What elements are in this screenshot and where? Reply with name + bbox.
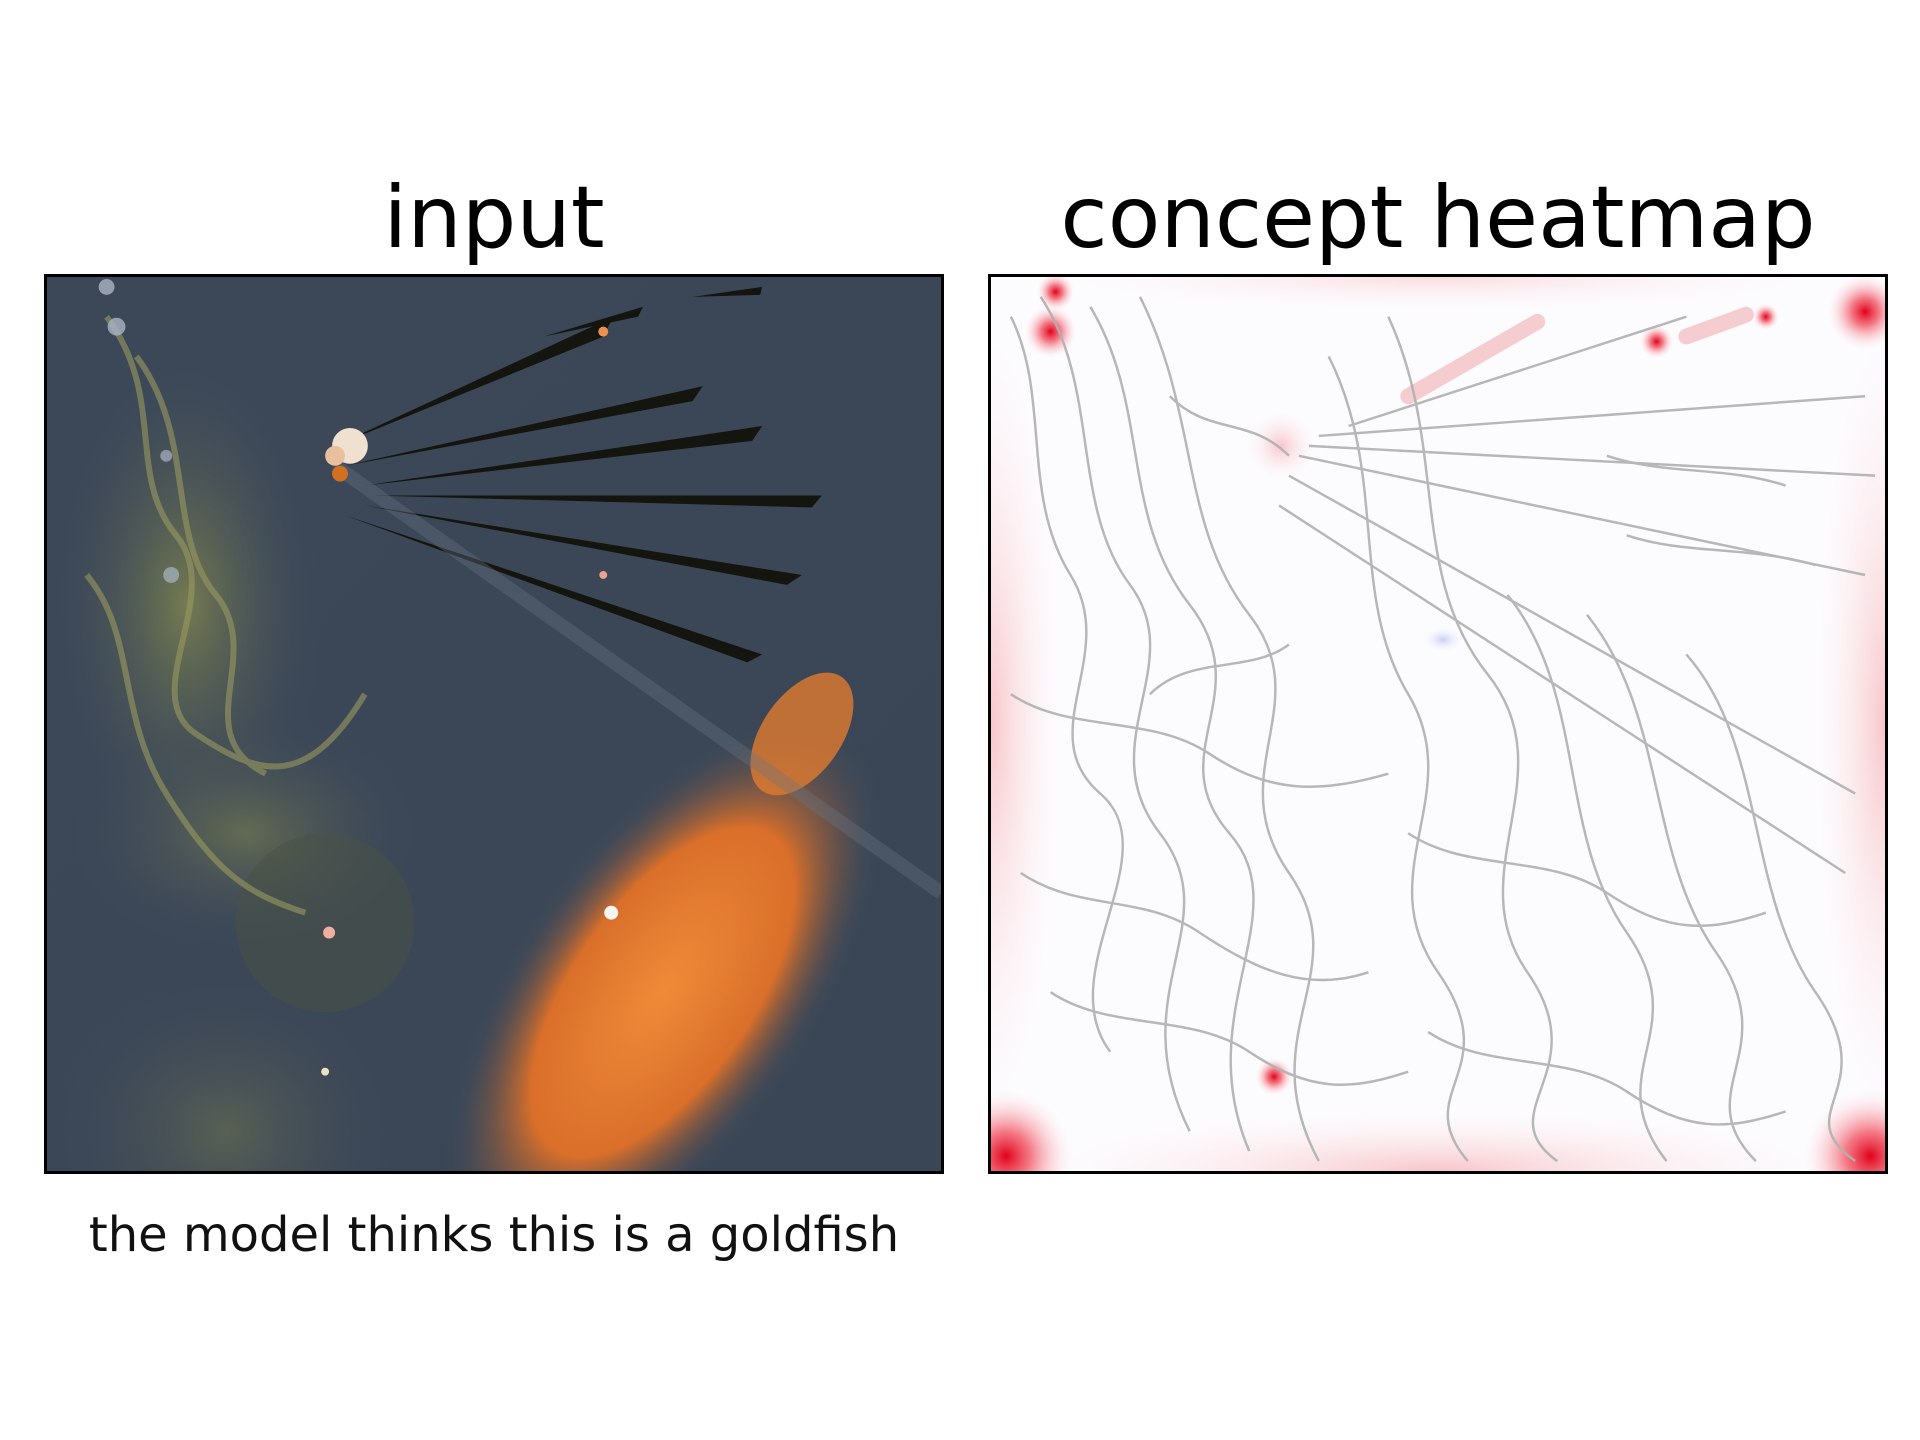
goldfish-shape [443, 718, 883, 1171]
input-image [44, 274, 944, 1174]
hot-spot-top-right [1825, 277, 1885, 352]
heatmap-graphic [991, 277, 1885, 1171]
hot-spot-bottom-left [991, 1086, 1076, 1171]
prediction-caption: the model thinks this is a goldfish [88, 1207, 900, 1263]
input-panel-title: input [383, 168, 605, 268]
input-photo [47, 277, 941, 1171]
cool-spot [1421, 625, 1465, 654]
hot-spot-bottom-right [1800, 1086, 1885, 1171]
concept-heatmap [988, 274, 1888, 1174]
heatmap-panel-title: concept heatmap [1060, 168, 1816, 268]
